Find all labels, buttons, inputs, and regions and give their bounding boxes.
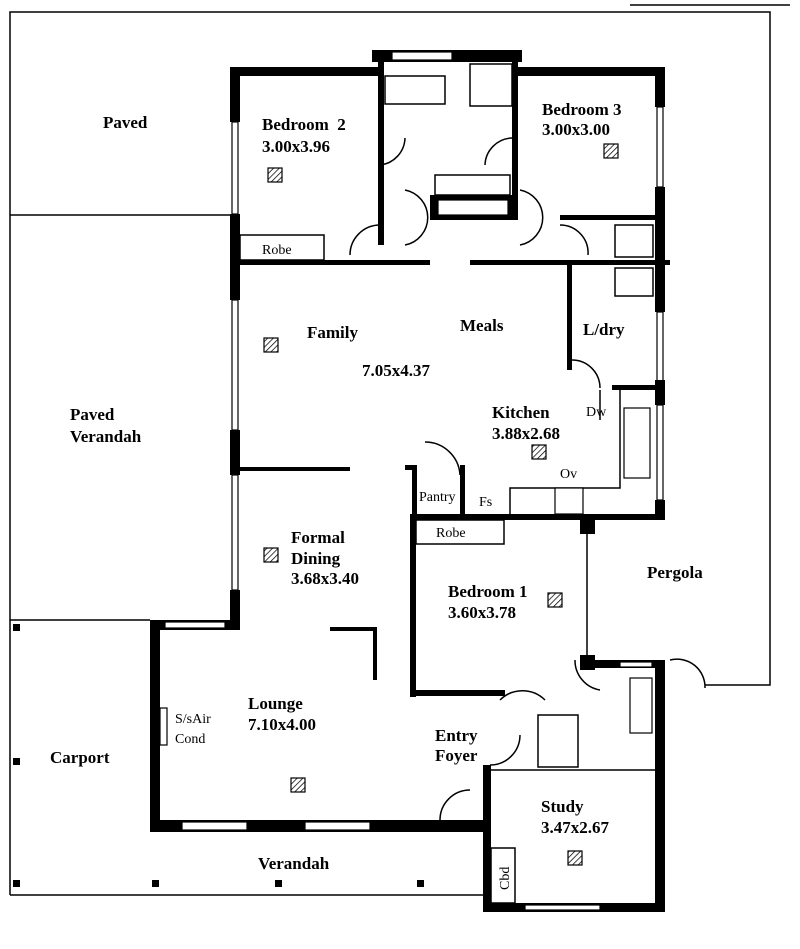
entry-name-2: Foyer [435,746,478,765]
door-swings [349,137,706,821]
bedroom2-size: 3.00x3.96 [262,137,330,156]
oven-label: Ov [560,467,577,482]
robe-bed1-label: Robe [436,526,466,541]
robe-bed2-label: Robe [262,243,292,258]
paved-verandah-label-1: Paved [70,405,115,424]
meals-label: Meals [460,316,504,335]
floor-markers [263,143,619,866]
family-meals-size: 7.05x4.37 [362,361,431,380]
bedroom1-size: 3.60x3.78 [448,603,516,622]
lounge-size: 7.10x4.00 [248,715,316,734]
paved-label: Paved [103,113,148,132]
dining-name-2: Dining [291,549,341,568]
aircon-label-2: Cond [175,732,205,747]
bedroom3-name: Bedroom 3 [542,100,622,119]
bedroom2-name: Bedroom 2 [262,115,346,134]
verandah-label: Verandah [258,854,330,873]
study-name: Study [541,797,584,816]
carport-posts [13,624,424,887]
bedroom3-size: 3.00x3.00 [542,120,610,139]
laundry-label: L/dry [583,320,625,339]
pergola-label: Pergola [647,563,703,582]
kitchen-size: 3.88x2.68 [492,424,560,443]
family-label: Family [307,323,358,342]
carport-label: Carport [50,748,110,767]
walls [150,50,670,912]
entry-name-1: Entry [435,726,478,745]
pantry-label: Pantry [419,490,456,505]
fridge-space-label: Fs [479,495,492,510]
kitchen-name: Kitchen [492,403,550,422]
paved-verandah-label-2: Verandah [70,427,142,446]
dining-size: 3.68x3.40 [291,569,359,588]
study-size: 3.47x2.67 [541,818,610,837]
lounge-name: Lounge [248,694,303,713]
dining-name-1: Formal [291,528,345,547]
cupboard-label: Cbd [498,867,513,890]
bedroom1-name: Bedroom 1 [448,582,528,601]
site-boundary [9,4,790,896]
dishwasher-label: Dw [586,405,607,420]
aircon-label-1: S/sAir [175,712,211,727]
